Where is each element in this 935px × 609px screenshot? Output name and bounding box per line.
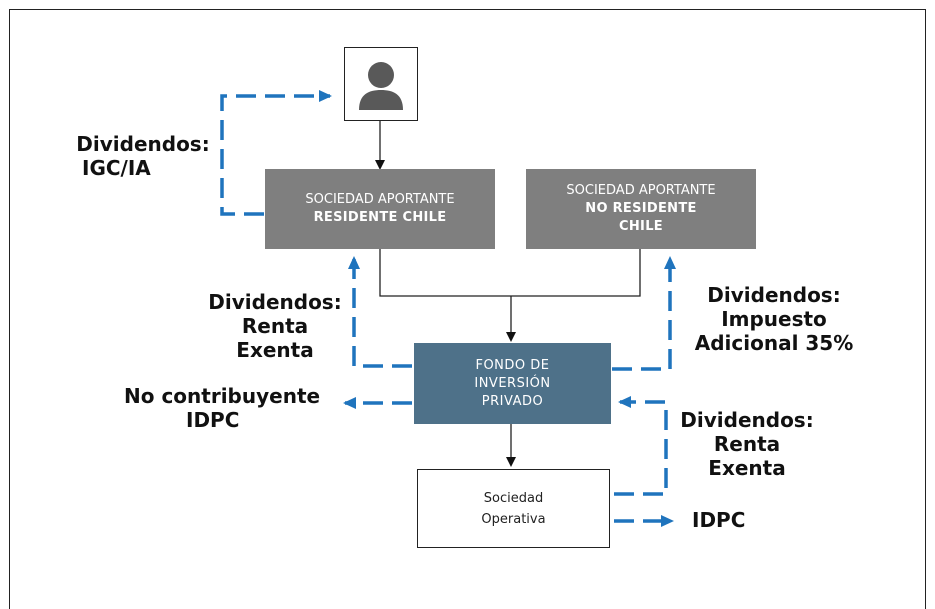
- renta-exenta-left-path: [348, 256, 412, 368]
- label-impuesto-line3: Adicional 35%: [694, 331, 854, 355]
- impuesto-adicional-path: [612, 256, 676, 371]
- operativa-line2: Operativa: [481, 511, 546, 527]
- label-idpc: IDPC: [692, 508, 745, 532]
- operativa-line1: Sociedad: [483, 490, 544, 506]
- label-idpc-line1: IDPC: [692, 508, 746, 532]
- label-renta-right-line3: Exenta: [708, 456, 786, 480]
- label-no-contribuyente-line2: IDPC: [186, 408, 240, 432]
- renta-exenta-right-path: [614, 396, 668, 496]
- fondo-line3: PRIVADO: [481, 393, 544, 409]
- residente-line2: RESIDENTE CHILE: [313, 210, 447, 225]
- label-no-contribuyente-line1: No contribuyente: [124, 384, 321, 408]
- label-renta-exenta-left: Dividendos: Renta Exenta: [200, 290, 350, 362]
- no-residente-line1: SOCIEDAD APORTANTE: [566, 183, 716, 198]
- no-residente-line2: NO RESIDENTE: [585, 201, 697, 216]
- sociedad-operativa-box: Sociedad Operativa: [417, 469, 610, 548]
- label-impuesto-adicional: Dividendos: Impuesto Adicional 35%: [686, 283, 862, 355]
- label-renta-right-line1: Dividendos:: [680, 408, 814, 432]
- fondo-inversion-box: FONDO DE INVERSIÓN PRIVADO: [414, 343, 611, 424]
- fondo-line1: FONDO DE: [475, 357, 550, 373]
- residente-line1: SOCIEDAD APORTANTE: [305, 192, 455, 207]
- label-igc-line2: IGC/IA: [82, 156, 151, 180]
- label-renta-left-line1: Dividendos:: [208, 290, 342, 314]
- label-impuesto-line1: Dividendos:: [707, 283, 841, 307]
- person-icon: [359, 62, 403, 110]
- label-impuesto-line2: Impuesto: [721, 307, 827, 331]
- label-renta-left-line3: Exenta: [236, 338, 314, 362]
- label-igc-line1: Dividendos:: [76, 132, 210, 156]
- label-renta-left-line2: Renta: [241, 314, 309, 338]
- igc-dividend-path: [220, 90, 332, 216]
- label-igc: Dividendos: IGC/IA: [70, 132, 216, 180]
- diagram-frame: [9, 9, 926, 609]
- connector-layer: [220, 90, 676, 527]
- shareholder-person-box: [344, 47, 418, 121]
- fondo-line2: INVERSIÓN: [474, 375, 551, 391]
- no-residente-chile-box: SOCIEDAD APORTANTE NO RESIDENTE CHILE: [526, 169, 756, 249]
- label-no-contribuyente: No contribuyente IDPC: [124, 384, 320, 432]
- no-residente-line3: CHILE: [619, 219, 663, 234]
- residente-to-join-line: [379, 249, 641, 297]
- residente-chile-box: SOCIEDAD APORTANTE RESIDENTE CHILE: [265, 169, 495, 249]
- label-renta-right-line2: Renta: [713, 432, 781, 456]
- label-renta-exenta-right: Dividendos: Renta Exenta: [672, 408, 822, 480]
